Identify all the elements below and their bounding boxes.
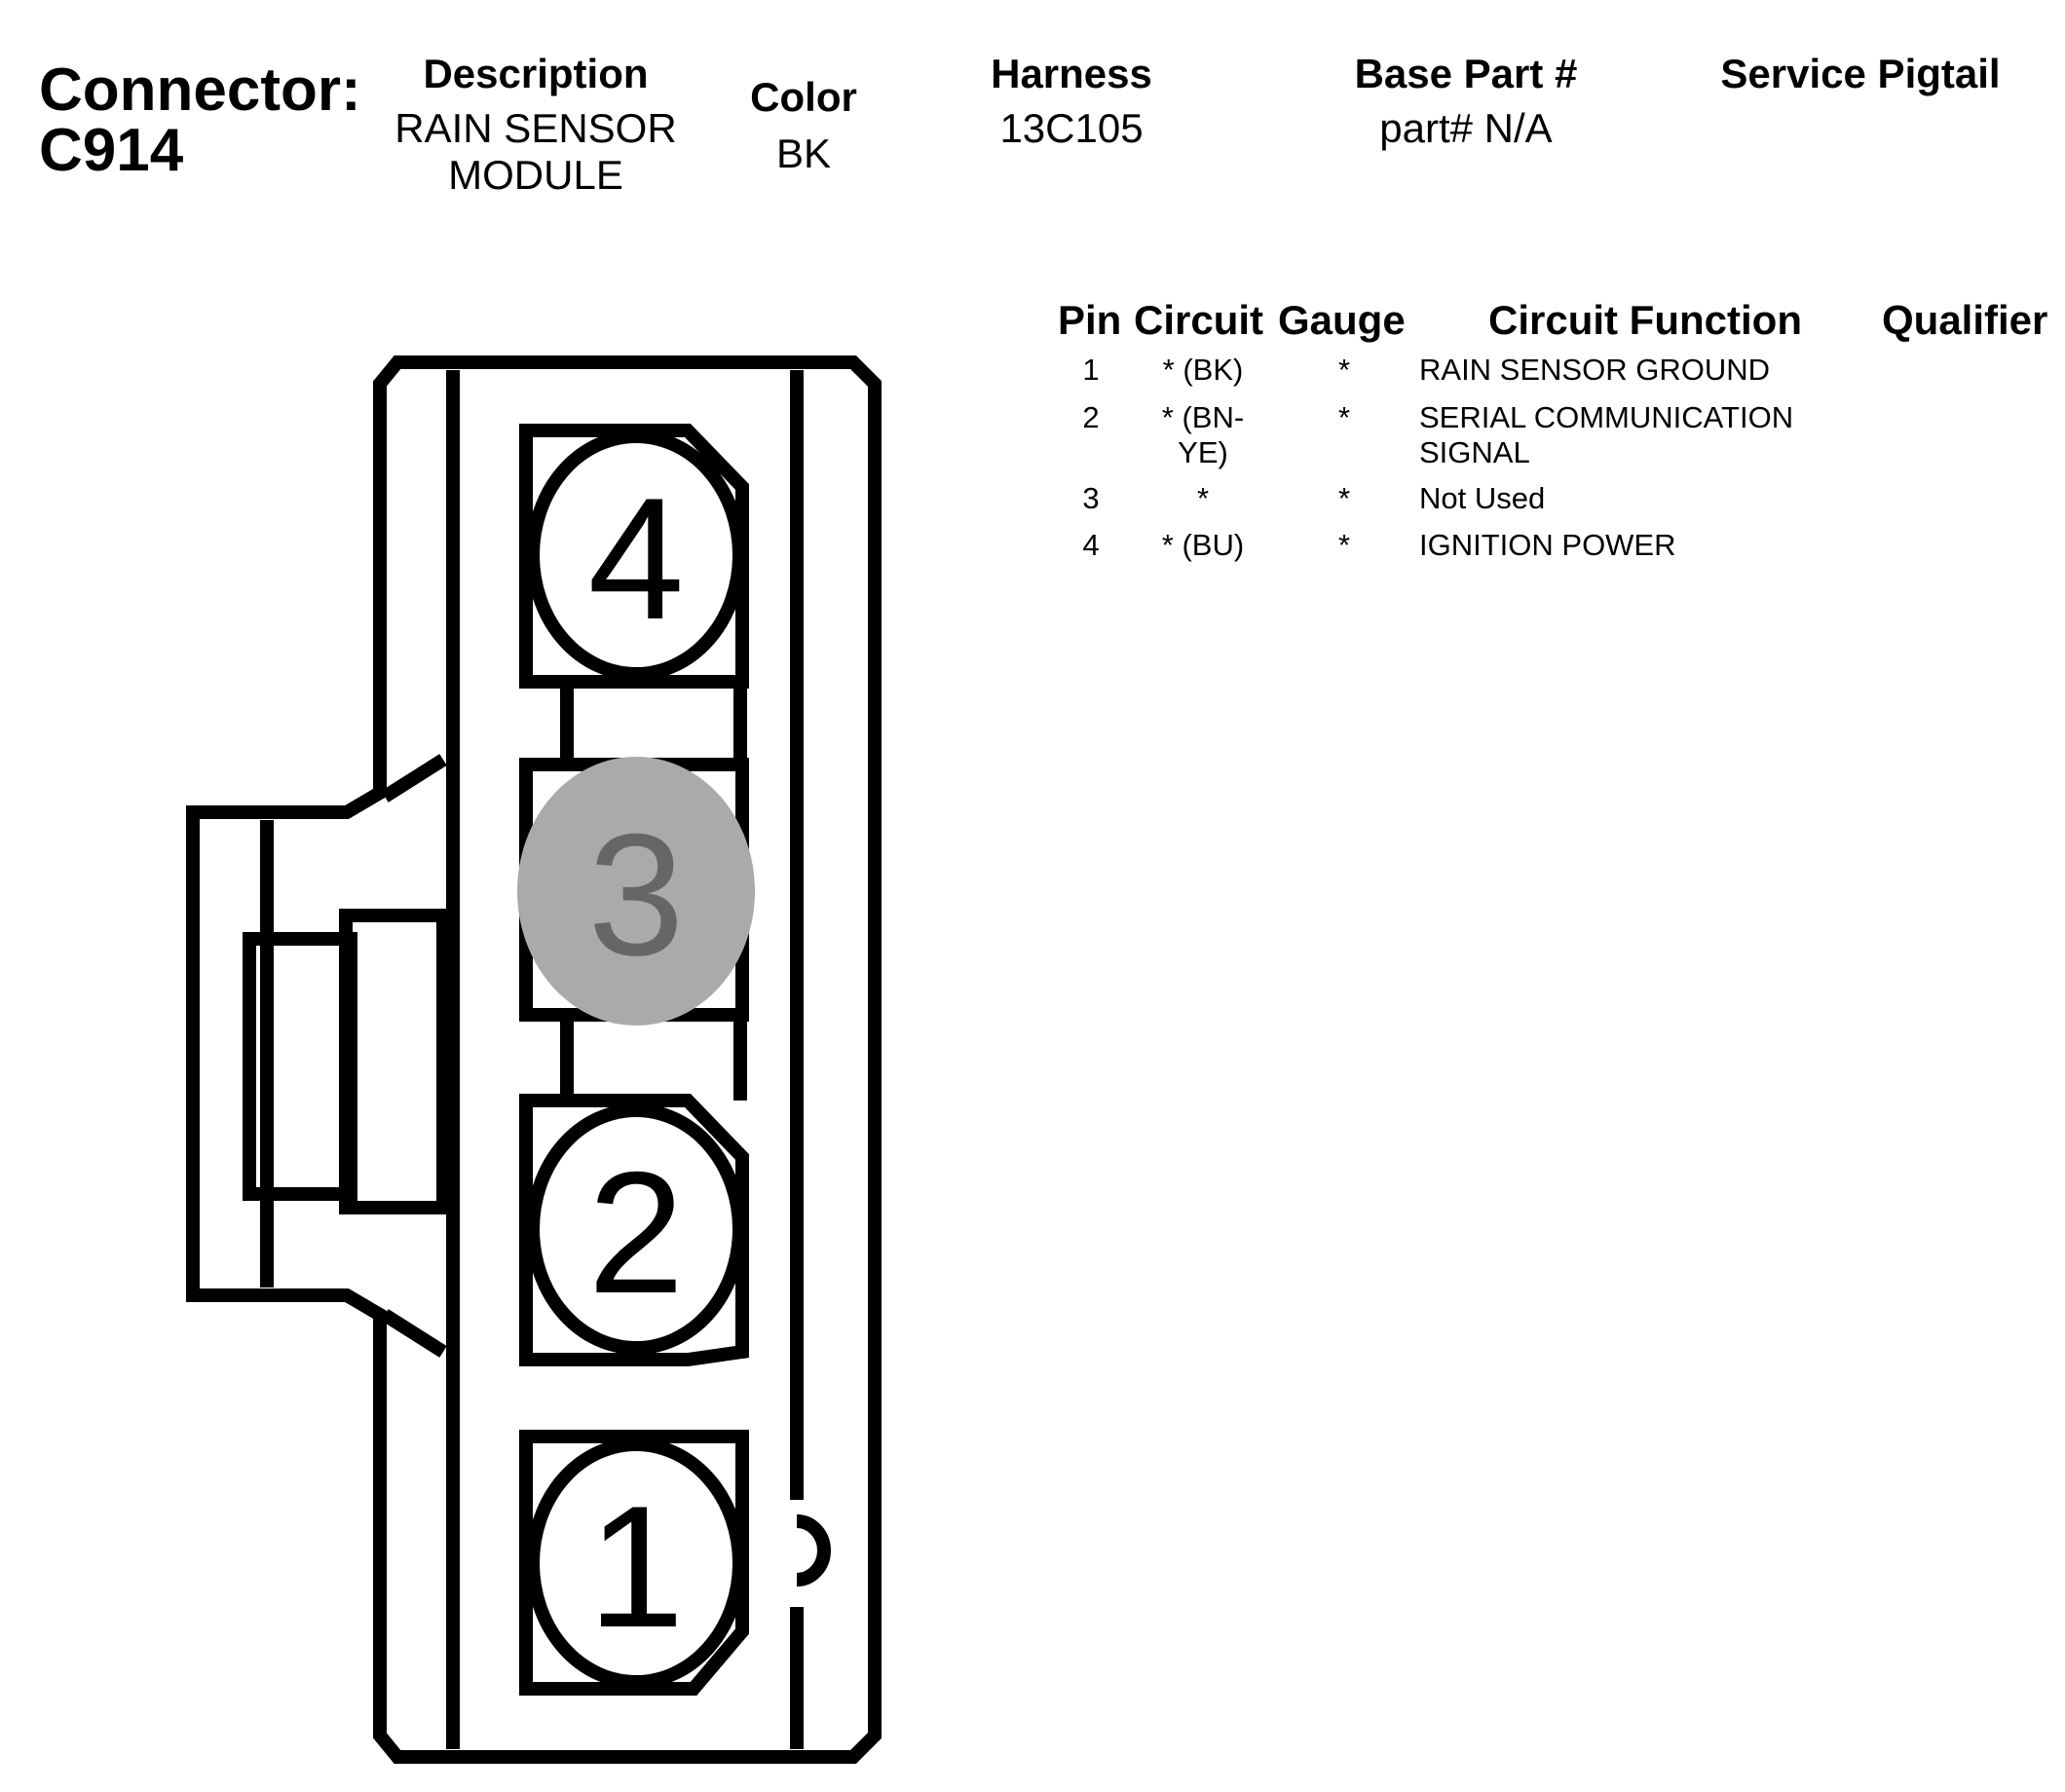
table-row-1-function: RAIN SENSOR GROUND — [1419, 353, 1770, 388]
table-row-2-circuit: * (BN- YE) — [1130, 400, 1276, 470]
connector-title: Connector: C914 — [39, 60, 361, 181]
table-row-3-circuit: * — [1130, 481, 1276, 516]
latch-tab-inner — [339, 909, 450, 1214]
color-label: Color — [750, 74, 857, 120]
table-row-3-function: Not Used — [1419, 481, 1545, 516]
qualifier-header: Qualifier — [1882, 297, 2048, 343]
cavity-1-frame — [519, 1430, 749, 1696]
connector-id: C914 — [39, 117, 184, 184]
pin-4-circle — [526, 429, 746, 681]
latch-top-diagonal — [381, 754, 447, 803]
base-part-value: part# N/A — [1379, 105, 1553, 151]
harness-column: Harness 13C105 — [955, 51, 1188, 152]
function-line1: Not Used — [1419, 481, 1546, 515]
pin-header: Pin — [1058, 297, 1122, 343]
table-row-4-function: IGNITION POWER — [1419, 528, 1676, 563]
housing-outline — [186, 355, 882, 1764]
pigtail-column: Service Pigtail — [1695, 51, 2026, 97]
table-row-2-function: SERIAL COMMUNICATION SIGNAL — [1419, 400, 1793, 470]
description-value-line1: RAIN SENSOR — [394, 105, 677, 151]
table-row-1-circuit: * (BK) — [1130, 353, 1276, 388]
description-value-line2: MODULE — [448, 152, 623, 198]
table-row-4-gauge: * — [1337, 528, 1351, 562]
table-row-3-gauge: * — [1337, 481, 1351, 515]
table-row-2-gauge: * — [1337, 400, 1351, 434]
table-row-4-circuit: * (BU) — [1130, 528, 1276, 563]
circuit-line1: * (BU) — [1161, 528, 1245, 562]
cavity-2-frame — [519, 1094, 749, 1366]
function-line2: SIGNAL — [1419, 435, 1530, 469]
circuit-line1: * — [1196, 481, 1210, 515]
keying-notch — [796, 1514, 831, 1587]
pin-3-label: 3 — [588, 798, 685, 991]
pin-1-circle — [526, 1437, 746, 1689]
pigtail-label: Service Pigtail — [1720, 51, 2001, 96]
table-row-1-pin: 1 — [1082, 353, 1100, 387]
gauge-header: Gauge — [1278, 297, 1406, 343]
latch-bottom-diagonal — [381, 1309, 447, 1358]
table-row-4-pin: 4 — [1082, 528, 1100, 562]
pin-2-circle — [526, 1103, 746, 1355]
function-line1: RAIN SENSOR GROUND — [1419, 353, 1770, 387]
color-value: BK — [775, 131, 832, 176]
connector-label: Connector: — [39, 56, 361, 124]
circuit-line2: YE) — [1178, 435, 1228, 469]
pin-3-circle — [517, 757, 755, 1026]
function-line1: SERIAL COMMUNICATION — [1419, 400, 1794, 434]
circuit-header: Circuit — [1134, 297, 1264, 343]
base-part-label: Base Part # — [1354, 51, 1578, 96]
base-part-column: Base Part # part# N/A — [1325, 51, 1607, 152]
description-label: Description — [423, 51, 649, 96]
description-column: Description RAIN SENSOR MODULE — [380, 51, 692, 199]
table-row-3-pin: 3 — [1082, 481, 1100, 515]
function-line1: IGNITION POWER — [1419, 528, 1676, 562]
table-row-2-pin: 2 — [1082, 400, 1100, 434]
table-row-1-gauge: * — [1337, 353, 1351, 387]
circuit-line1: * (BN- — [1161, 400, 1245, 434]
pin-2-label: 2 — [588, 1136, 685, 1329]
pin-1-label: 1 — [588, 1470, 685, 1663]
harness-value: 13C105 — [999, 105, 1144, 151]
color-column: Color BK — [731, 74, 877, 177]
harness-label: Harness — [991, 51, 1152, 96]
function-header: Circuit Function — [1488, 297, 1802, 343]
circuit-line1: * (BK) — [1162, 353, 1244, 387]
pin-4-label: 4 — [588, 462, 685, 655]
